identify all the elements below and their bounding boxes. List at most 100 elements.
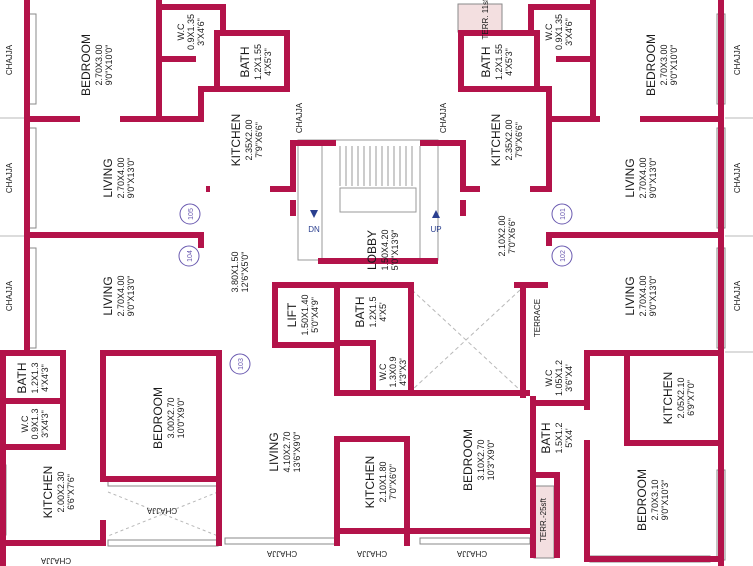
room-dim: 9'0"X10'0" (669, 45, 679, 86)
room-dim: 2.70X4.00 (638, 275, 648, 316)
room-name: W.C (544, 369, 554, 386)
room-dim: 10'3"X9'0" (486, 440, 496, 481)
room-dim: 12'6"X5'0" (240, 252, 250, 293)
terrace-mid-label: TERRACE (533, 299, 542, 337)
room-dim: 4'X5' (378, 302, 388, 322)
room-name: BATH (539, 422, 553, 453)
room-dim: 1.50X1.40 (300, 294, 310, 335)
chajja-label: CHAJJA (5, 162, 14, 193)
room-name: BEDROOM (644, 34, 658, 96)
room-name: BEDROOM (635, 469, 649, 531)
room-dim: 3'X4'6" (564, 18, 574, 46)
room-dim: 2.70X3.10 (650, 479, 660, 520)
room-dim: 4'3"X3' (398, 358, 408, 386)
chajja-label: CHAJJA (456, 549, 487, 558)
terrace-top (457, 3, 503, 33)
room-name: LIVING (623, 158, 637, 197)
chajja-label: CHAJJA (733, 162, 742, 193)
chajja-label: CHAJJA (439, 102, 448, 133)
stair-arrows (310, 210, 440, 218)
room-dim: 0.9X1.3 (30, 408, 40, 439)
room-dim: 1.2X1.55 (494, 44, 504, 80)
room-dim: 7'9"X6'6" (514, 122, 524, 158)
room-dim: 4'X5'3" (263, 48, 273, 76)
room-dim: 3'6"X4' (564, 364, 574, 392)
terrace-bottom-label: TERR.-25sft (539, 497, 548, 542)
walls (0, 0, 724, 566)
room-dim: 9'0"X13'0" (126, 158, 136, 199)
room-dim: 5'0"X4'9" (310, 297, 320, 333)
room-dim: 3'X4'3" (40, 410, 50, 438)
terrace-top-label: TERR. 11sft (481, 0, 490, 39)
room-dim: 2.35X2.00 (244, 119, 254, 160)
room-dim: 2.70X3.00 (659, 44, 669, 85)
terrace-labels: TERR. 11sft TERR.-25sft TERRACE (481, 0, 548, 542)
chajja-label: CHAJJA (295, 102, 304, 133)
room-dim: 3.10X2.70 (476, 439, 486, 480)
room-name: BATH (353, 296, 367, 327)
chajja-label: CHAJJA (356, 549, 387, 558)
room-dim: 1.05X1.2 (554, 360, 564, 396)
chajja-label: CHAJJA (733, 280, 742, 311)
room-labels: BEDROOM 2.70X3.00 9'0"X10'0" W.C 0.9X1.3… (15, 14, 696, 531)
chajja-label: CHAJJA (5, 44, 14, 75)
flat-number: 105 (188, 208, 195, 220)
room-dim: 5'0"X13'9" (390, 230, 400, 271)
stair-up-label: UP (430, 225, 441, 234)
room-dim: 4'X4'3" (40, 364, 50, 392)
room-name: BATH (15, 362, 29, 393)
room-name: W.C (176, 23, 186, 40)
room-dim: 3'X4'6" (196, 18, 206, 46)
room-dim: 2.35X2.00 (504, 119, 514, 160)
room-name: LIVING (101, 158, 115, 197)
room-name: KITCHEN (229, 114, 243, 167)
flat-markers (178, 203, 573, 375)
room-dim: 1.2X1.55 (253, 44, 263, 80)
flat-number: 104 (187, 250, 194, 262)
chajja-label: CHAJJA (40, 556, 71, 565)
flat-numbers: 105 104 103 101 102 (187, 208, 567, 370)
room-name: BEDROOM (461, 429, 475, 491)
room-name: BATH (238, 46, 252, 77)
room-dim: 13'6"X9'0" (292, 432, 302, 473)
chajja-label: CHAJJA (146, 506, 177, 515)
room-dim: 2.70X3.00 (94, 44, 104, 85)
staircase (297, 139, 439, 261)
room-name: W.C (378, 363, 388, 380)
chajja-label: CHAJJA (266, 549, 297, 558)
room-dim: 0.9X1.35 (186, 14, 196, 50)
guide-lines (0, 117, 753, 537)
room-name: LIVING (101, 276, 115, 315)
chajja-labels: CHAJJA CHAJJA CHAJJA CHAJJA CHAJJA CHAJJ… (5, 44, 742, 565)
room-name: LIFT (285, 302, 299, 327)
room-dim: 6'6"X7'6" (66, 474, 76, 510)
flat-number: 103 (238, 358, 245, 370)
room-name: LIVING (623, 276, 637, 315)
room-name: LIVING (267, 432, 281, 471)
flat-number: 102 (560, 250, 567, 262)
room-dim: 4'X5'3" (504, 48, 514, 76)
room-name: LOBBY (365, 230, 379, 270)
room-dim: 9'0"X13'0" (648, 276, 658, 317)
room-dim: 3.00X2.70 (166, 397, 176, 438)
room-dim: 1.50X4.20 (380, 229, 390, 270)
room-name: W.C (544, 23, 554, 40)
room-dim: 2.00X2.30 (56, 471, 66, 512)
room-dim: 2.10X1.80 (378, 461, 388, 502)
room-dim: 1.5X1.2 (554, 422, 564, 453)
room-dim: 5'X4' (564, 428, 574, 448)
room-dim: 2.70X4.00 (116, 157, 126, 198)
room-dim: 2.70X4.00 (116, 275, 126, 316)
room-dim: 6'9"X7'0" (686, 380, 696, 416)
room-dim: 7'0"X6'0" (388, 464, 398, 500)
room-name: BEDROOM (79, 34, 93, 96)
chajja-label: CHAJJA (5, 280, 14, 311)
room-name: W.C (20, 415, 30, 432)
room-dim: 0.9X1.35 (554, 14, 564, 50)
room-dim: 1.2X1.3 (30, 362, 40, 393)
room-dim: 9'0"X13'0" (126, 276, 136, 317)
room-name: BEDROOM (151, 387, 165, 449)
room-name: BATH (479, 46, 493, 77)
room-dim: 7'0"X6'6" (507, 218, 517, 254)
room-dim: 2.05X2.10 (676, 377, 686, 418)
